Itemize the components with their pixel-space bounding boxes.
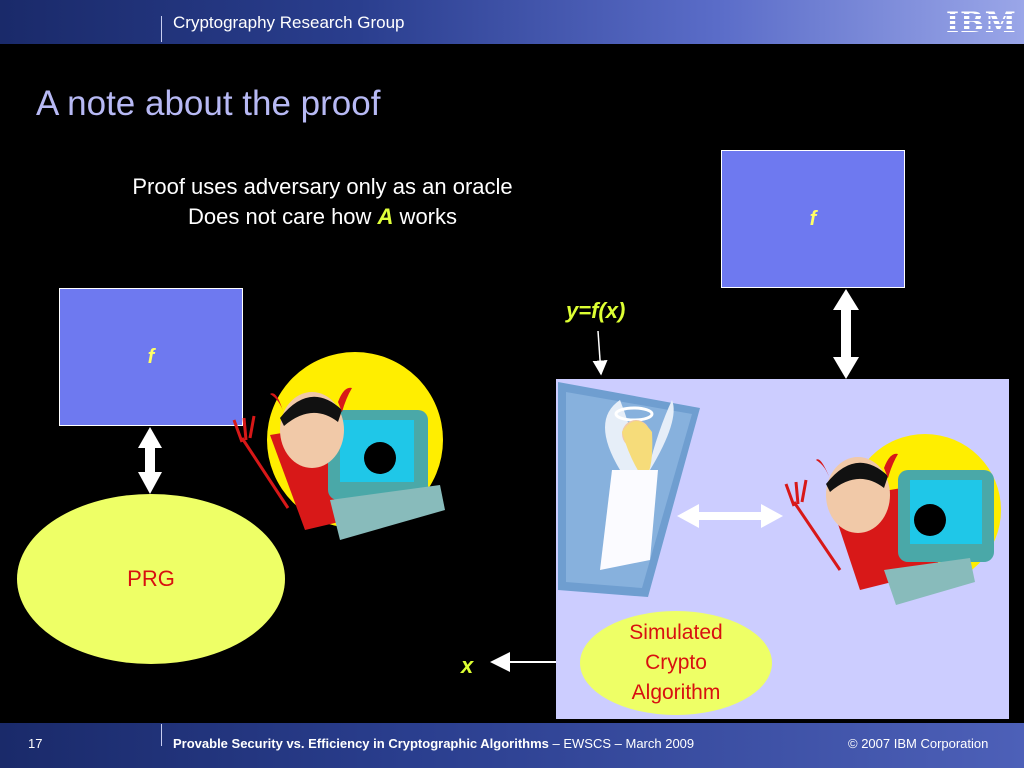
lead-text: Proof uses adversary only as an oracle D… <box>70 172 575 232</box>
prg-ellipse: PRG <box>17 494 285 664</box>
adversary-variable: A <box>377 204 394 229</box>
talk-title: Provable Security vs. Efficiency in Cryp… <box>173 736 694 751</box>
output-x-label: x <box>461 653 474 678</box>
sim-label-line-2: Crypto <box>645 651 707 674</box>
footer-bar <box>0 723 1024 768</box>
talk-title-main: Provable Security vs. Efficiency in Cryp… <box>173 736 549 751</box>
header-divider <box>161 16 162 42</box>
slide-title: A note about the proof <box>36 84 381 123</box>
header-bar <box>0 0 1024 44</box>
lead-line-1: Proof uses adversary only as an oracle <box>132 174 513 199</box>
sim-label-line-3: Algorithm <box>631 681 721 704</box>
group-name: Cryptography Research Group <box>173 13 405 32</box>
lead-line-2-post: works <box>393 204 457 229</box>
double-arrow-icon <box>833 289 859 379</box>
right-f-label: f <box>809 207 817 230</box>
query-pointer-line <box>592 330 608 376</box>
simulated-algorithm-ellipse: Simulated Crypto Algorithm <box>580 611 772 715</box>
double-arrow-icon <box>138 427 162 494</box>
sim-label-line-1: Simulated <box>629 621 723 644</box>
angel-oracle-icon <box>558 382 700 597</box>
double-arrow-icon <box>677 504 783 528</box>
adversary-devil-icon <box>784 434 1001 605</box>
slide-number: 17 <box>28 736 43 751</box>
lead-line-2-pre: Does not care how <box>188 204 378 229</box>
left-f-box: f <box>59 288 243 426</box>
footer-divider <box>161 724 162 746</box>
left-f-label: f <box>147 345 155 368</box>
talk-title-suffix: – EWSCS – March 2009 <box>548 736 695 751</box>
copyright: © 2007 IBM Corporation <box>848 736 989 751</box>
query-label: y=f(x) <box>566 298 626 323</box>
prg-label: PRG <box>127 566 175 591</box>
ibm-logo: IBM <box>946 6 1017 39</box>
right-f-box: f <box>721 150 905 288</box>
adversary-devil-icon <box>232 352 445 540</box>
lead-line-2: Does not care how A works <box>70 202 575 232</box>
